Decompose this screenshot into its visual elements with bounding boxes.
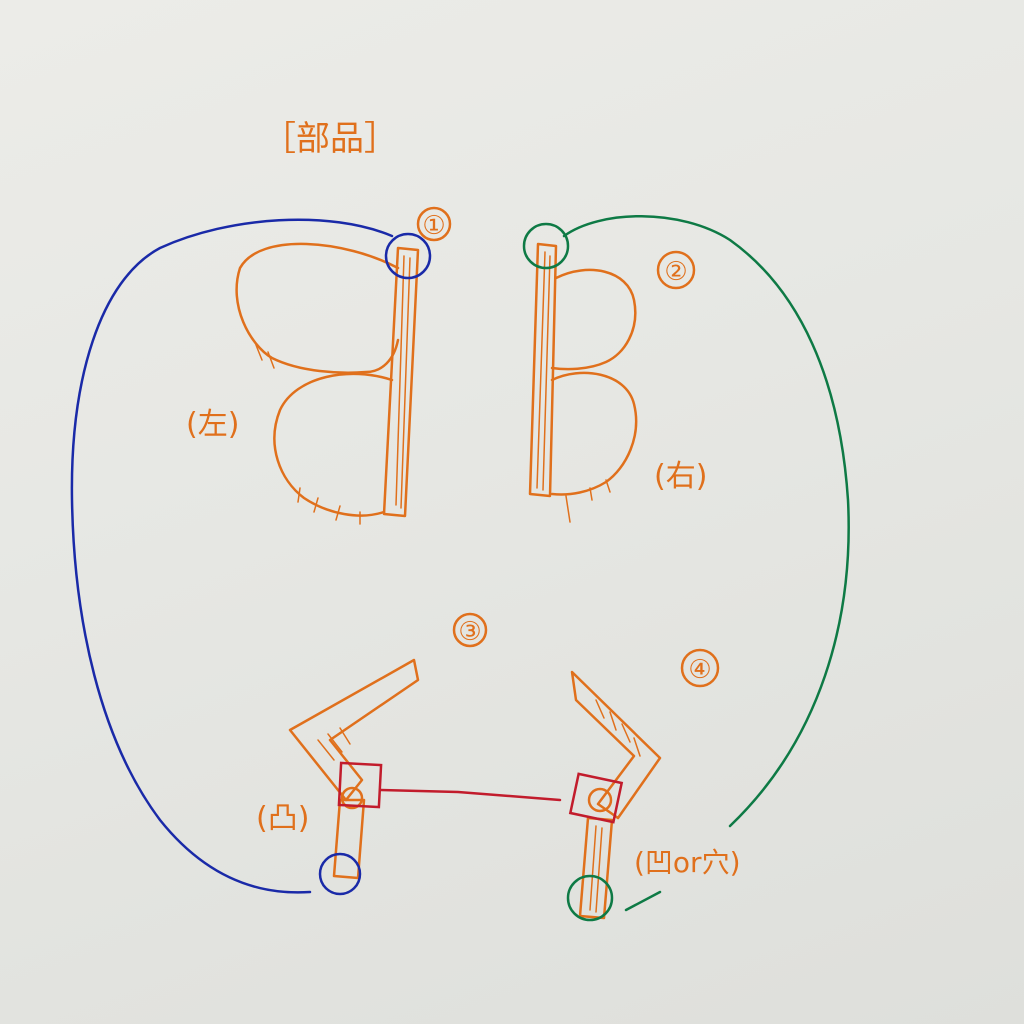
part-2-number-circle [656, 250, 696, 290]
part-3-number: ③ [458, 617, 481, 647]
part-2-spine [528, 242, 558, 498]
part-3-number-circle [452, 612, 488, 648]
part-4-number: ④ [688, 655, 711, 685]
part-1-lower-lobe [273, 372, 394, 517]
link-part1-top-joint [384, 232, 432, 280]
link-part3-bottom-joint [318, 852, 362, 896]
link-part4-bottom-joint [566, 874, 614, 922]
part-1-upper-lobe [235, 242, 400, 374]
part-4-joint-box [568, 772, 624, 824]
part-4-arm [570, 670, 662, 820]
part-1-left-wing [235, 242, 420, 525]
part-2-side-label: (右) [654, 459, 707, 494]
part-1-spine [382, 246, 420, 518]
link-part2-part4 [522, 215, 850, 922]
part-3-peg [340, 786, 364, 810]
part-2-lower-lobe [550, 371, 638, 496]
part-3-arm [288, 658, 420, 802]
part-2-right-wing [528, 242, 638, 523]
link-part1-part3 [70, 218, 432, 896]
part-1-number: ① [422, 211, 445, 241]
part-3-stem [332, 798, 366, 880]
diagram-title: ［部品］ [262, 119, 398, 159]
part-4-socket [587, 787, 613, 813]
part-3-joint-box [337, 761, 383, 809]
part-4-right-leg [570, 670, 662, 920]
part-3-left-leg [288, 658, 420, 880]
part-3-type-label: (凸) [256, 801, 309, 836]
part-4-type-label: (凹or穴) [634, 846, 741, 879]
part-1-side-label: (左) [186, 407, 239, 442]
part-4-number-circle [680, 648, 720, 688]
link-part2-top-joint [522, 222, 570, 270]
part-2-number: ② [664, 257, 687, 287]
link-part3-part4 [378, 788, 562, 802]
part-1-number-circle [416, 206, 452, 242]
part-2-upper-lobe [550, 268, 637, 371]
